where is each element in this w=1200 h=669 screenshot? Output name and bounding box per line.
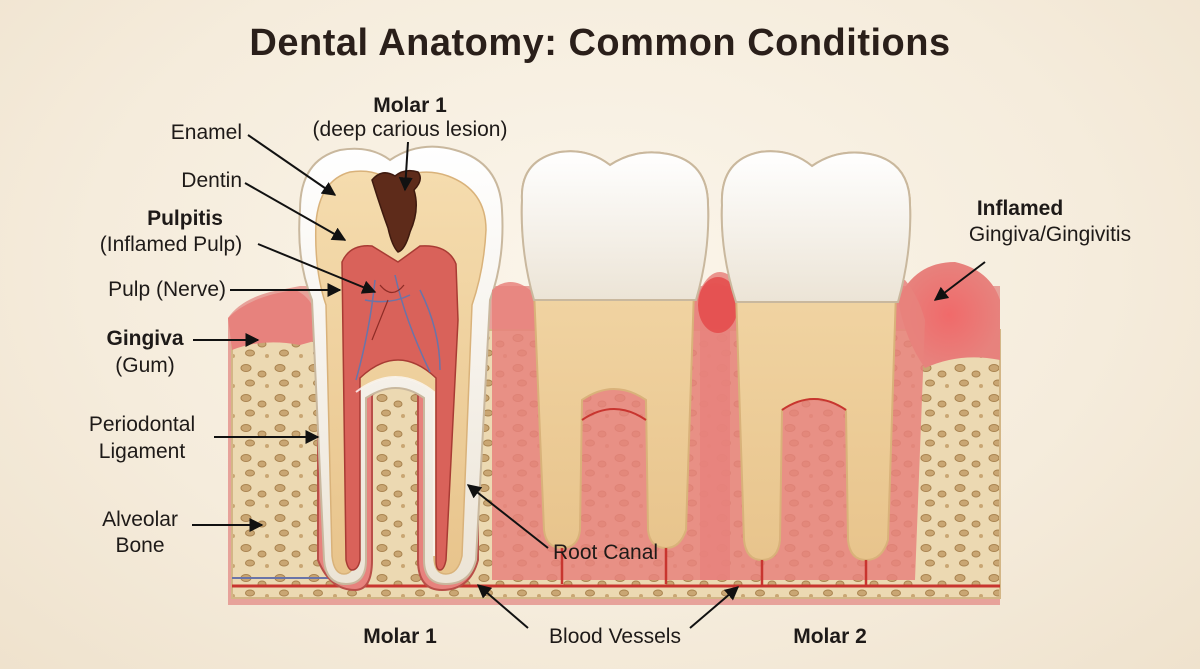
- arrow-pulpitis: [257, 243, 377, 294]
- label-inflamed: Inflamed: [976, 197, 1064, 220]
- label-gingivitis: Gingiva/Gingivitis: [968, 223, 1132, 246]
- label-gum: (Gum): [115, 354, 175, 377]
- label-blood-vessels: Blood Vessels: [549, 625, 681, 648]
- molar-2: [698, 150, 925, 586]
- page-title: Dental Anatomy: Common Conditions: [249, 22, 951, 64]
- arrow-root-canal: [466, 484, 549, 549]
- label-gingiva: Gingiva: [106, 327, 184, 350]
- label-periodontal: Periodontal: [88, 413, 196, 436]
- label-inflamed-pulp: (Inflamed Pulp): [99, 233, 243, 256]
- label-molar-1-top: Molar 1: [373, 94, 447, 117]
- label-lesion: (deep carious lesion): [312, 118, 508, 141]
- arrow-dentin: [244, 182, 347, 241]
- label-molar-2-bottom: Molar 2: [793, 625, 867, 648]
- molar-1: [298, 145, 504, 592]
- label-pulp-nerve: Pulp (Nerve): [108, 278, 226, 301]
- pointer-arrows: [192, 134, 986, 629]
- arrow-vessels-left: [476, 584, 529, 629]
- middle-tooth: [492, 150, 730, 584]
- arrow-gingivitis: [933, 261, 986, 301]
- label-dentin: Dentin: [181, 169, 242, 192]
- arrow-enamel: [247, 134, 337, 196]
- label-root-canal: Root Canal: [553, 541, 659, 564]
- label-molar-1-bottom: Molar 1: [363, 625, 437, 648]
- arrow-vessels-right: [689, 586, 740, 629]
- label-alveolar: Alveolar: [102, 508, 178, 531]
- arrow-lesion: [398, 141, 413, 192]
- label-bone: Bone: [115, 534, 165, 557]
- label-ligament: Ligament: [98, 440, 186, 463]
- label-pulpitis: Pulpitis: [147, 207, 223, 230]
- label-enamel: Enamel: [170, 121, 242, 144]
